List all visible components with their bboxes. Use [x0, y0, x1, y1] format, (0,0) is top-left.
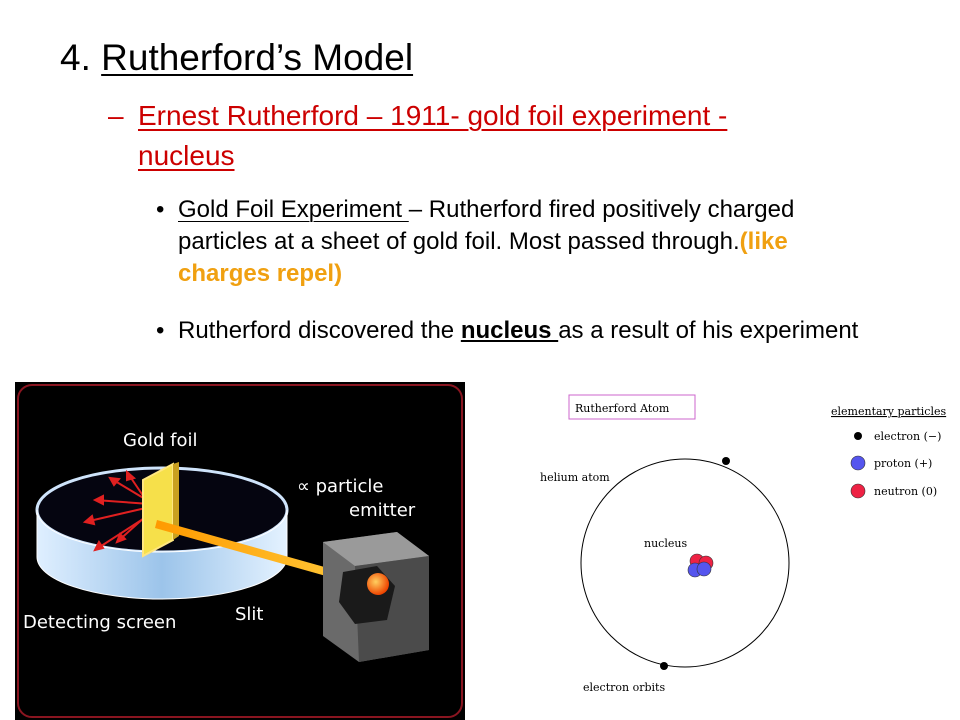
title-text: Rutherford’s Model: [101, 37, 414, 78]
legend: electron (−) proton (+) neutron (0): [850, 430, 941, 499]
diagram-title: Rutherford Atom: [575, 402, 670, 415]
label-electron-orbits: electron orbits: [583, 681, 665, 694]
electron-bottom: [660, 662, 668, 670]
legend-electron-icon: [854, 432, 862, 440]
bullet-symbol: •: [156, 317, 165, 344]
particle-emitter: [323, 532, 429, 662]
bullet-prefix: Rutherford discovered the: [178, 317, 461, 344]
gold-foil-illustration: Gold foil ∝ particle emitter Detecting s…: [15, 382, 465, 720]
legend-electron: electron (−): [874, 430, 941, 443]
image-frame: [17, 384, 463, 718]
label-detecting-screen: Detecting screen: [23, 612, 176, 633]
subheading-dash: –: [108, 100, 124, 131]
label-nucleus: nucleus: [644, 537, 687, 550]
bullet-symbol: •: [156, 196, 165, 223]
title-number: 4.: [60, 37, 91, 78]
label-slit: Slit: [235, 604, 264, 625]
bullet-keyword: nucleus: [460, 317, 559, 344]
diagram-title-box: [568, 394, 696, 420]
electron-top: [722, 457, 730, 465]
bullet-body: – Rutherford fired positively charged pa…: [178, 196, 795, 255]
gold-foil-sheet: [142, 462, 174, 558]
legend-neutron: neutron (0): [874, 485, 937, 498]
label-emitter-line1: ∝ particle: [297, 476, 383, 497]
legend-title: elementary particles: [831, 405, 946, 418]
electron-orbit: [580, 458, 790, 668]
slide-title: 4. Rutherford’s Model: [60, 36, 413, 80]
legend-proton-icon: [850, 455, 866, 471]
bullet-highlight: (like charges repel): [178, 228, 788, 287]
rutherford-atom-diagram: Rutherford Atom helium atom nucleus elec…: [540, 394, 946, 694]
bullet-suffix: as a result of his experiment: [558, 317, 859, 344]
bullet-term: Gold Foil Experiment: [178, 196, 409, 223]
subheading-text: Ernest Rutherford – 1911- gold foil expe…: [138, 100, 728, 171]
emitter-ball: [367, 573, 389, 595]
label-emitter-line2: emitter: [349, 500, 416, 521]
label-helium-atom: helium atom: [540, 471, 610, 484]
bullet-text: Rutherford discovered the nucleus as a r…: [178, 315, 868, 347]
legend-proton: proton (+): [874, 457, 932, 470]
label-gold-foil: Gold foil: [123, 430, 197, 451]
bullet-text: Gold Foil Experiment – Rutherford fired …: [178, 194, 868, 290]
nucleus-cluster: [687, 553, 714, 578]
legend-neutron-icon: [850, 483, 866, 499]
